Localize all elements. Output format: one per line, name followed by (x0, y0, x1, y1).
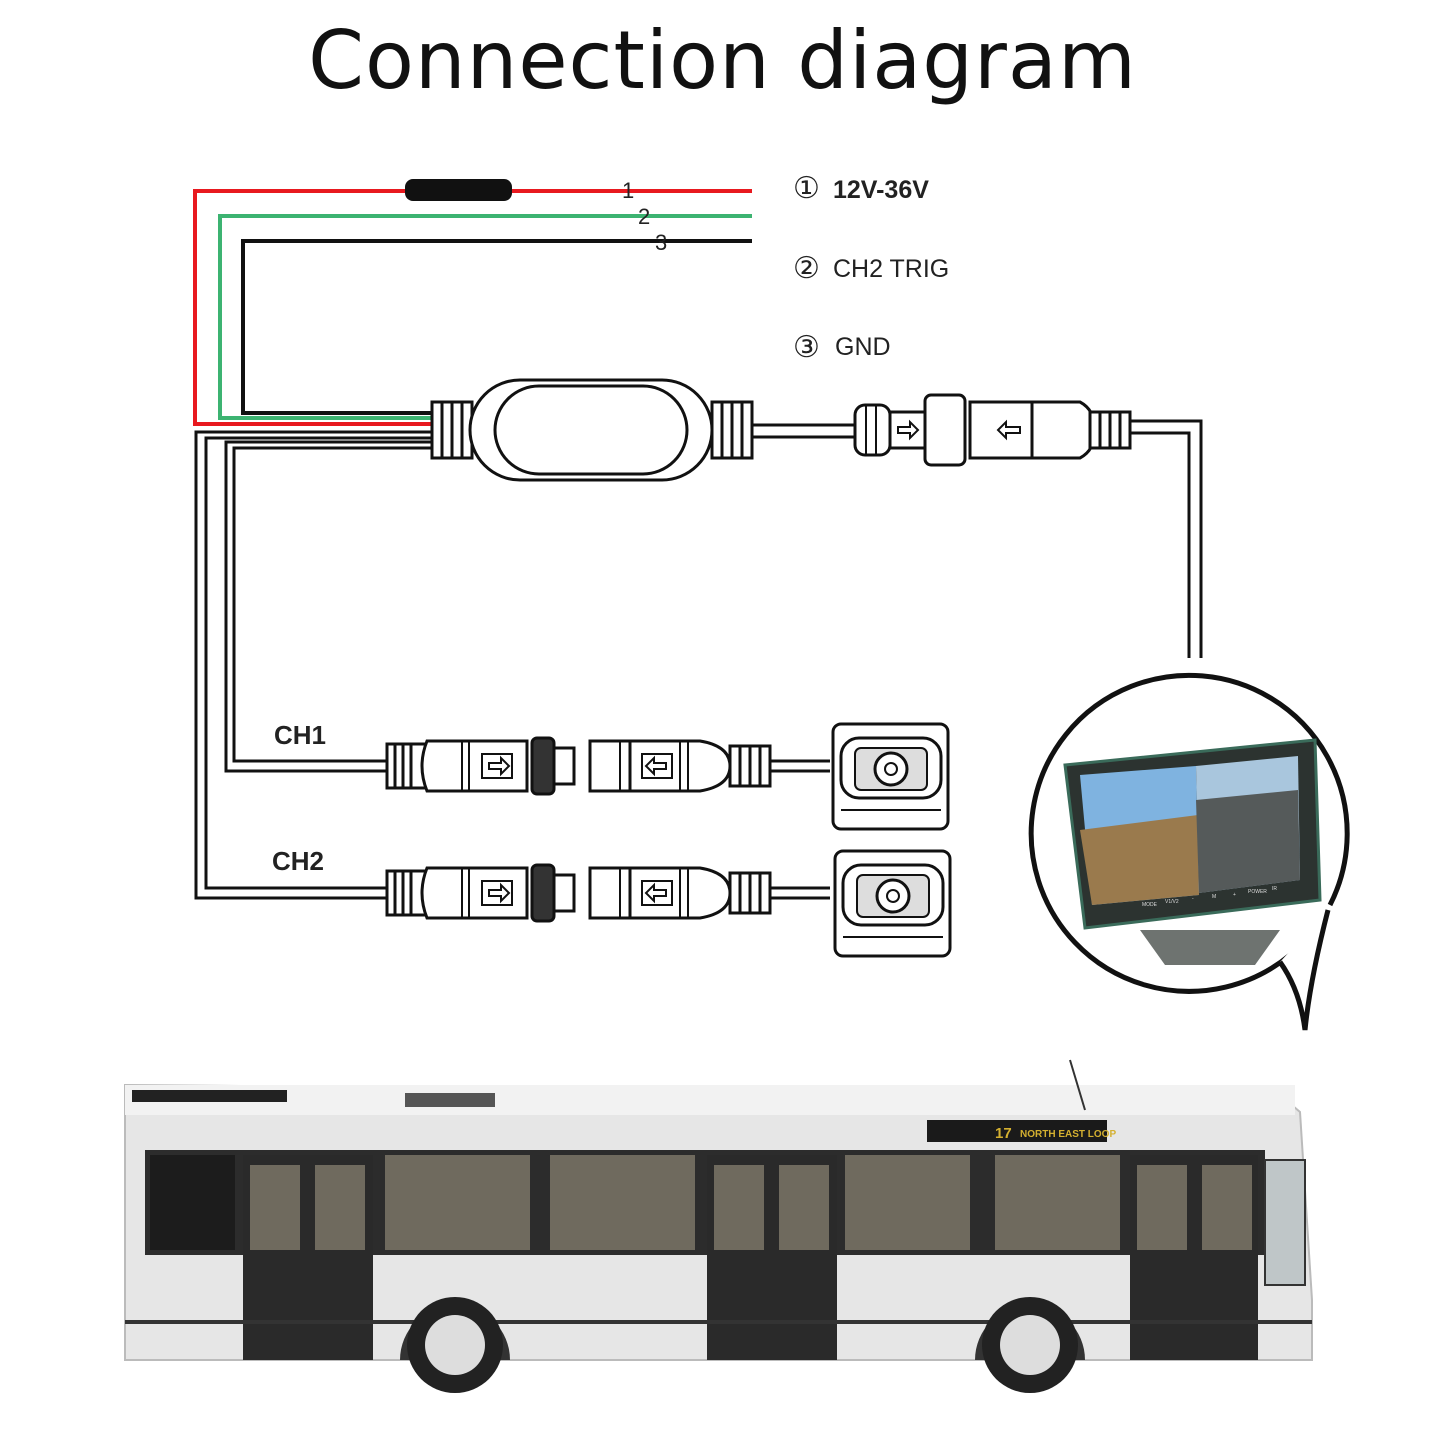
legend-ground: GND (835, 333, 891, 361)
ch2-connectors (385, 849, 952, 958)
destination-sign (927, 1120, 1107, 1142)
splitter-box (430, 378, 754, 482)
ch2-camera (833, 849, 952, 958)
monitor-button-ir: IR (1272, 886, 1277, 892)
channel-cables (194, 419, 1203, 900)
legend-power: 12V-36V (833, 176, 929, 204)
ch2-label: CH2 (272, 846, 324, 876)
bus-illustration: 17 NORTH EAST LOOP (124, 1059, 1313, 1393)
legend: ① 12V-36V ② CH2 TRIG ③ GND (793, 172, 949, 364)
wire-number-3: 3 (655, 230, 667, 255)
monitor-button-v1v2: V1/V2 (1165, 899, 1179, 905)
monitor-button-mode: MODE (1142, 902, 1158, 908)
monitor-button-plus: + (1233, 892, 1236, 898)
legend-marker-3: ③ (793, 331, 820, 364)
ch1-camera (831, 722, 950, 831)
monitor-button-power: POWER (1248, 889, 1267, 895)
ch1-label: CH1 (274, 720, 326, 750)
page-title: Connection diagram (308, 14, 1137, 107)
legend-marker-2: ② (793, 252, 820, 285)
monitor-connector (853, 393, 1132, 467)
monitor-button-minus: - (1192, 896, 1194, 902)
legend-trigger: CH2 TRIG (833, 255, 949, 283)
route-name: NORTH EAST LOOP (1020, 1129, 1116, 1140)
wire-number-1: 1 (622, 178, 634, 203)
wire-number-2: 2 (638, 204, 650, 229)
power-wire (193, 179, 752, 426)
monitor-callout: MODE V1/V2 - M + POWER IR (1028, 672, 1350, 1031)
fuse-holder (405, 179, 512, 201)
trigger-wire (218, 214, 752, 420)
ch1-connectors (385, 722, 950, 831)
monitor-button-m: M (1212, 894, 1216, 900)
ground-wire (241, 239, 752, 415)
monitor-stand (1140, 930, 1280, 965)
legend-marker-1: ① (793, 172, 820, 205)
route-number: 17 (995, 1125, 1012, 1142)
